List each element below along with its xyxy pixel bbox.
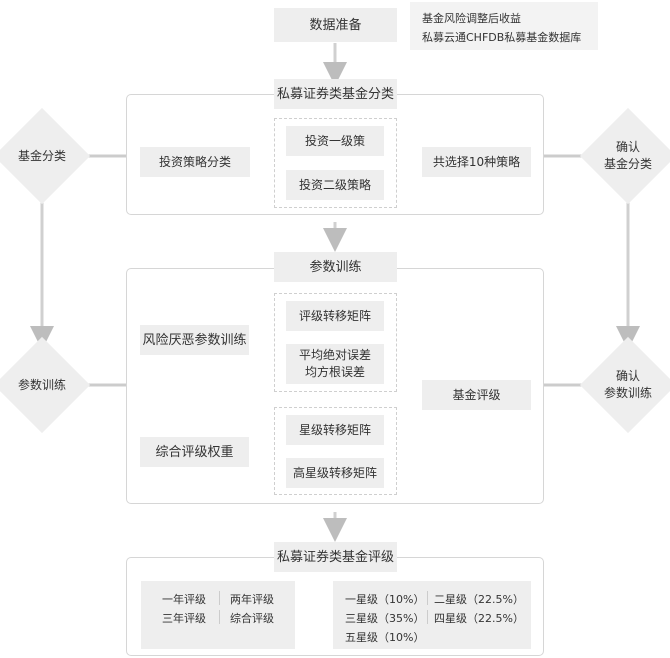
star-2: 二星级（22.5%） [434,593,524,606]
star-4: 四星级（22.5%） [434,612,524,625]
confirm-classification-label-wrap: 确认 基金分类 [586,136,670,176]
confirm-training-label-wrap: 确认 参数训练 [586,365,670,405]
training-title: 参数训练 [309,259,362,275]
data-prep-title: 数据准备 [309,17,362,33]
fund-classification-label-wrap: 基金分类 [0,136,84,176]
risk-metrics-group [274,293,397,392]
strategy-levels-group [274,118,397,208]
data-source-line-2: 私募云通CHFDB私募基金数据库 [422,31,582,44]
strategy-classification-label: 投资策略分类 [158,154,231,169]
star-metrics-group [274,407,397,495]
level1-strategy-label: 投资一级策 [304,133,365,148]
level2-strategy-label: 投资二级策略 [298,177,371,192]
risk-aversion-label: 风险厌恶参数训练 [142,332,247,348]
star-separator-2 [427,610,428,624]
star-separator-1 [427,591,428,605]
high-star-transition-box: 高星级转移矩阵 [286,458,384,488]
composite-weight-box: 综合评级权重 [140,437,249,467]
classification-title: 私募证券类基金分类 [276,86,394,102]
confirm-classification-line-1: 确认 [615,140,640,154]
error-metrics-box: 平均绝对误差 均方根误差 [286,344,384,384]
level2-strategy-box: 投资二级策略 [286,170,384,200]
confirm-classification-line-2: 基金分类 [603,157,652,171]
period-2y: 两年评级 [230,593,274,606]
period-3y: 三年评级 [162,612,206,625]
composite-weight-label: 综合评级权重 [155,444,234,460]
fund-rating-box: 基金评级 [422,380,531,410]
param-training-label-wrap: 参数训练 [0,365,84,405]
data-source-line-1: 基金风险调整后收益 [422,12,521,25]
star-transition-label: 星级转移矩阵 [298,422,371,437]
rmse-label: 均方根误差 [304,365,365,379]
param-training-label: 参数训练 [17,377,66,392]
rating-transition-box: 评级转移矩阵 [286,301,384,331]
star-levels-panel [333,581,531,649]
data-prep-box: 数据准备 [274,8,397,42]
risk-aversion-box: 风险厌恶参数训练 [140,325,249,355]
mae-label: 平均绝对误差 [298,348,371,362]
star-3: 三星级（35%） [345,612,425,625]
training-title-box: 参数训练 [274,252,397,282]
period-separator-2 [219,610,220,624]
star-5: 五星级（10%） [345,631,425,644]
level1-strategy-box: 投资一级策 [286,126,384,156]
data-source-note: 基金风险调整后收益 私募云通CHFDB私募基金数据库 [410,2,598,50]
strategy-result-label: 共选择10种策略 [432,154,521,169]
confirm-training-line-1: 确认 [615,369,640,383]
period-composite: 综合评级 [230,612,274,625]
strategy-classification-box: 投资策略分类 [140,147,250,177]
rating-periods-panel [141,581,295,649]
rating-title-box: 私募证券类基金评级 [274,542,397,572]
star-transition-box: 星级转移矩阵 [286,415,384,445]
strategy-result-box: 共选择10种策略 [422,147,531,177]
high-star-transition-label: 高星级转移矩阵 [292,465,377,480]
period-1y: 一年评级 [162,593,206,606]
confirm-training-line-2: 参数训练 [603,386,652,400]
classification-title-box: 私募证券类基金分类 [274,79,397,109]
fund-classification-label: 基金分类 [17,148,66,163]
rating-title: 私募证券类基金评级 [276,549,394,565]
period-separator-1 [219,591,220,605]
rating-transition-label: 评级转移矩阵 [298,308,371,323]
star-1: 一星级（10%） [345,593,425,606]
fund-rating-label: 基金评级 [452,387,501,402]
